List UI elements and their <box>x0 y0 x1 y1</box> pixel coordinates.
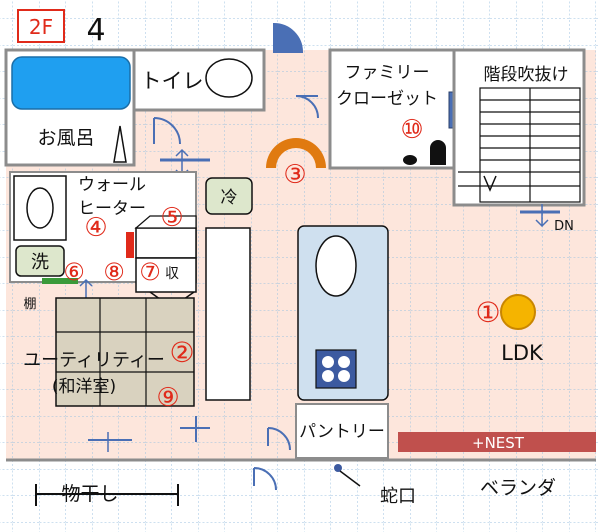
bath-label: お風呂 <box>37 127 94 149</box>
faucet-pointer <box>339 470 361 487</box>
shelf-label: 棚 <box>23 297 36 312</box>
ldk-light <box>500 294 536 330</box>
marker-3: ③ <box>283 160 306 190</box>
shelf-bar <box>42 278 78 284</box>
storage-lower <box>135 257 197 293</box>
floor-label-box <box>17 9 65 43</box>
marker-8: ⑧ <box>103 258 125 286</box>
toilet-bowl <box>205 58 253 98</box>
faucet-dot <box>334 464 342 472</box>
wall-heater-unit <box>126 232 134 258</box>
marker-1: ① <box>475 296 500 329</box>
burner-3 <box>322 370 334 382</box>
wall-heater-label-2: ヒーター <box>78 199 146 219</box>
bath-faucet-symbol <box>113 125 127 163</box>
entrance-door <box>273 22 304 53</box>
marker-3-arc <box>266 138 326 168</box>
pantry <box>295 403 389 459</box>
veranda-grid <box>6 460 596 532</box>
ldk-label: LDK <box>501 341 544 365</box>
burner-4 <box>338 370 350 382</box>
tatami-room <box>55 297 195 407</box>
marker-10: ⑩ <box>400 115 423 145</box>
utility-label-1: ユーティリティー <box>23 350 165 371</box>
utility-label-2: (和洋室) <box>52 377 116 397</box>
drying-label: 物干し <box>61 483 118 505</box>
fridge-label: 冷 <box>221 188 238 208</box>
storage-label: 収 <box>165 266 179 282</box>
stove <box>315 349 357 389</box>
storage-upper <box>135 227 197 259</box>
north-symbol: 4 <box>86 13 105 48</box>
hall-door-swing <box>295 95 319 119</box>
stairwell <box>452 48 586 207</box>
pantry-door-swing <box>267 427 291 451</box>
family-closet-label-2: クローゼット <box>336 89 438 109</box>
marker-9: ⑨ <box>156 383 179 413</box>
floor-label: 2F <box>29 15 53 39</box>
faucet-label: 蛇口 <box>380 486 416 507</box>
toilet-door-swing <box>153 117 181 145</box>
marker-7: ⑦ <box>139 258 161 286</box>
tall-cabinet <box>205 227 251 401</box>
family-closet-label-1: ファミリー <box>345 63 430 83</box>
burner-1 <box>322 356 334 368</box>
nest-label: +NEST <box>472 434 525 452</box>
marker-6: ⑥ <box>63 258 85 286</box>
kitchen-sink <box>315 235 357 297</box>
pantry-label: パントリー <box>299 422 385 442</box>
burner-2 <box>338 356 350 368</box>
marker-2: ② <box>169 336 194 369</box>
basin-bowl <box>26 187 54 229</box>
bathtub <box>11 56 131 110</box>
washer-box <box>15 245 65 277</box>
marker-5: ⑤ <box>160 203 183 233</box>
veranda-label: ベランダ <box>480 477 556 499</box>
dn-label: DN <box>554 219 574 234</box>
stair-arrow <box>535 204 549 228</box>
storage-top-edge <box>134 215 197 229</box>
mouse-icon <box>403 155 417 165</box>
wall-heater-label-1: ウォール <box>78 175 146 195</box>
mouse-hole <box>430 140 446 165</box>
nest-bar <box>398 432 596 452</box>
marker-4: ④ <box>84 213 107 243</box>
toilet-label: トイレ <box>141 69 204 93</box>
stair-treads <box>458 87 581 203</box>
stair-down-arrow <box>483 175 497 192</box>
fridge <box>205 177 253 215</box>
veranda-door-swing <box>253 467 277 491</box>
utility-door-cross <box>180 416 210 442</box>
washer-label: 洗 <box>31 252 49 273</box>
stair-void-label: 階段吹抜け <box>484 65 569 85</box>
